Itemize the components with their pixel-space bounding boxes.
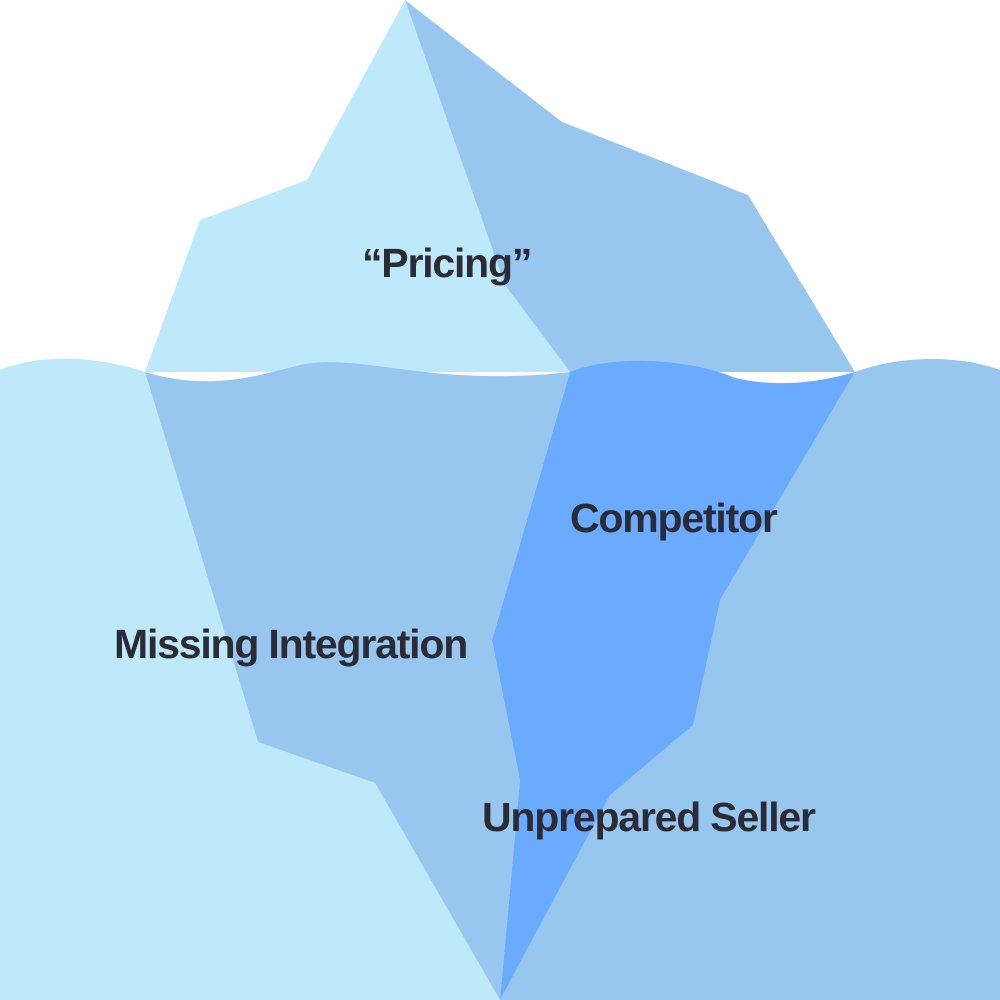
water-right — [500, 358, 1000, 1000]
water-left — [0, 358, 500, 1000]
label-competitor: Competitor — [570, 495, 778, 541]
iceberg-submerged-right-face — [492, 360, 855, 1000]
iceberg-submerged-left-face — [145, 362, 570, 1000]
label-unprepared-seller: Unprepared Seller — [482, 794, 816, 840]
iceberg-tip-left-face — [145, 0, 570, 372]
iceberg-tip-right-face — [405, 0, 855, 372]
label-missing-integration: Missing Integration — [114, 621, 468, 667]
label-pricing: “Pricing” — [362, 240, 532, 286]
